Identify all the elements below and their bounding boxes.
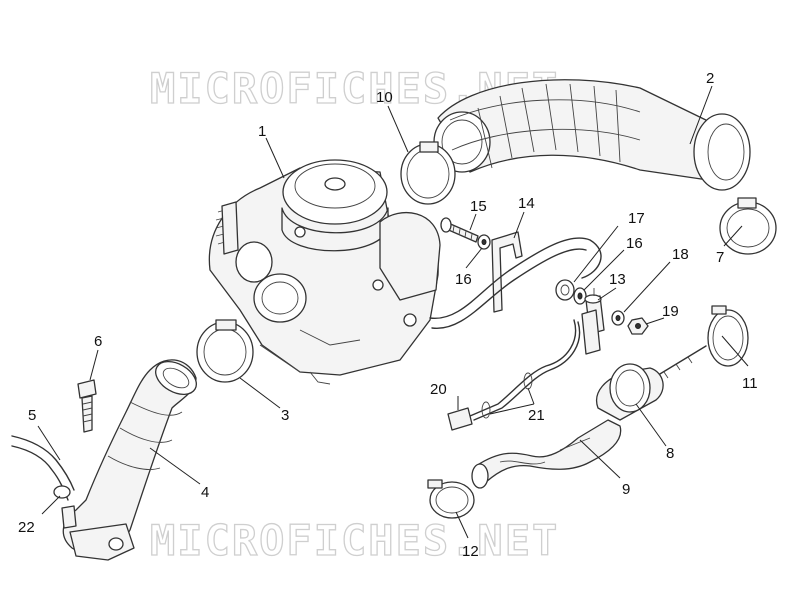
callout-10: 10 <box>376 89 393 106</box>
callout-19: 19 <box>662 303 679 320</box>
hose-clamp-part-3 <box>196 319 254 383</box>
drain-hose-part-9 <box>471 419 622 489</box>
callout-8: 8 <box>666 445 674 462</box>
callout-5: 5 <box>28 407 36 424</box>
callout-9: 9 <box>622 481 630 498</box>
callout-1: 1 <box>258 123 266 140</box>
callout-2: 2 <box>706 70 714 87</box>
callout-20: 20 <box>430 381 447 398</box>
bolt-part-6 <box>77 379 97 433</box>
watermark-bottom: MICROFICHES.NET <box>150 516 559 565</box>
callout-12: 12 <box>462 543 479 560</box>
callout-11: 11 <box>742 375 758 392</box>
callout-16-left: 16 <box>455 271 472 288</box>
washer-part-18 <box>611 310 625 326</box>
solenoid-part-13 <box>581 288 605 355</box>
callout-13: 13 <box>609 271 626 288</box>
wiring-part-20 <box>447 319 581 431</box>
callout-18: 18 <box>672 246 689 263</box>
bushing-part-17 <box>555 279 575 301</box>
callout-21: 21 <box>528 407 545 424</box>
nut-part-19 <box>627 317 649 335</box>
hose-clamp-part-7 <box>719 197 777 255</box>
tube-part-5 <box>11 435 75 491</box>
hose-clamp-part-10 <box>400 141 456 205</box>
hose-clamp-part-11 <box>707 305 749 367</box>
callout-4: 4 <box>201 484 209 501</box>
carburetor-part-1 <box>208 159 441 385</box>
drain-tube-part-8 <box>596 345 707 421</box>
bracket-part-14 <box>491 231 523 313</box>
clip-part-22 <box>53 485 77 529</box>
screw-part-15 <box>440 217 479 243</box>
callout-7: 7 <box>716 249 724 266</box>
leader-lines <box>37 85 749 539</box>
hose-clamp-part-12 <box>427 479 475 519</box>
washer-part-16-lower <box>573 287 587 305</box>
intake-duct-part-2 <box>433 79 751 191</box>
callout-labels: 1 2 3 4 5 6 7 8 9 10 11 12 13 14 15 16 1… <box>18 70 758 560</box>
callout-16-right: 16 <box>626 235 643 252</box>
washer-part-16-upper <box>477 234 491 250</box>
callout-22: 22 <box>18 519 35 536</box>
callout-15: 15 <box>470 198 487 215</box>
callout-14: 14 <box>518 195 535 212</box>
vent-hose <box>429 237 602 319</box>
callout-3: 3 <box>281 407 289 424</box>
callout-6: 6 <box>94 333 102 350</box>
intake-manifold-part-4 <box>62 359 197 561</box>
callout-17: 17 <box>628 210 645 227</box>
